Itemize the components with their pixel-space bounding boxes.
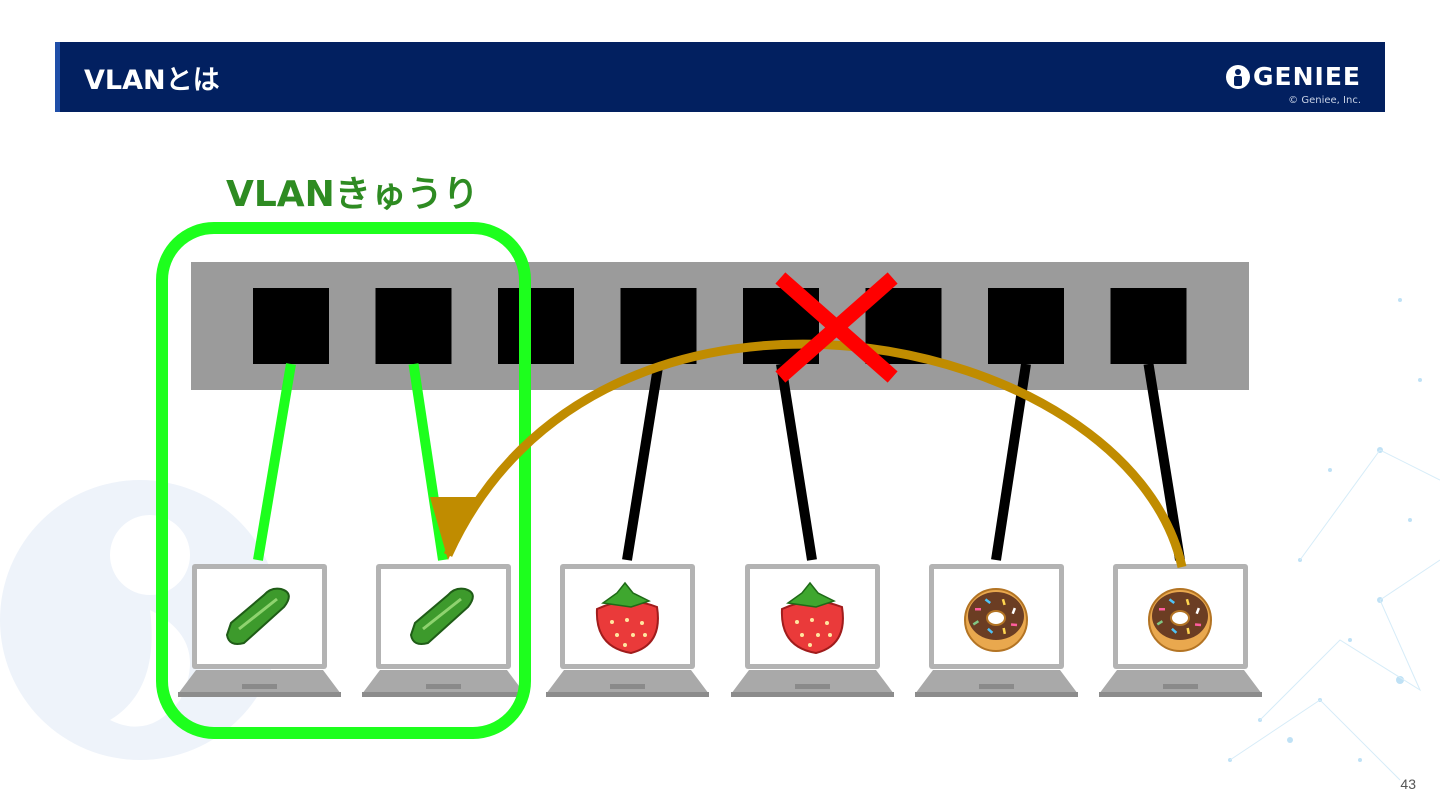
switch-port-4 — [620, 288, 697, 364]
copyright: © Geniee, Inc. — [1288, 95, 1361, 106]
laptops — [178, 564, 1262, 697]
switch-port-1 — [253, 288, 329, 364]
cable-3 — [622, 363, 664, 561]
cable-1 — [253, 363, 296, 561]
cucumber-icon — [225, 587, 290, 645]
switch-port-3 — [498, 288, 574, 364]
network-switch — [191, 262, 1249, 390]
block-mark-icon — [775, 272, 898, 383]
logo-text: GENIEE — [1253, 62, 1361, 91]
strawberry-icon — [595, 581, 659, 655]
laptop-5 — [915, 564, 1078, 697]
laptop-4 — [731, 564, 894, 697]
background-logo-dot — [110, 515, 190, 595]
donut-icon — [1148, 588, 1212, 652]
switch-port-8 — [1110, 288, 1187, 364]
laptop-6 — [1099, 564, 1262, 697]
diagram-title: VLANきゅうり — [226, 174, 479, 215]
vlan-cucumber-group — [156, 222, 531, 739]
page-title: VLANとは — [84, 65, 220, 96]
strawberry-icon — [780, 581, 844, 655]
cucumber-icon — [409, 587, 474, 645]
cable-4 — [776, 363, 817, 561]
donut-icon — [964, 588, 1028, 652]
header-bar: VLANとは GENIEE © Geniee, Inc. — [55, 42, 1385, 112]
switch-port-7 — [988, 288, 1064, 364]
cables — [253, 363, 1185, 561]
laptop-3 — [546, 564, 709, 697]
arrow-head — [430, 497, 478, 560]
geniee-logo: GENIEE — [1226, 62, 1361, 91]
cable-2 — [408, 363, 448, 561]
page-number: 43 — [1400, 776, 1416, 792]
background-network-lines — [1229, 449, 1440, 781]
geniee-logo-icon — [1226, 64, 1251, 89]
laptop-2 — [362, 564, 525, 697]
laptop-1 — [178, 564, 341, 697]
cable-6 — [1143, 363, 1185, 561]
switch-port-2 — [375, 288, 452, 364]
